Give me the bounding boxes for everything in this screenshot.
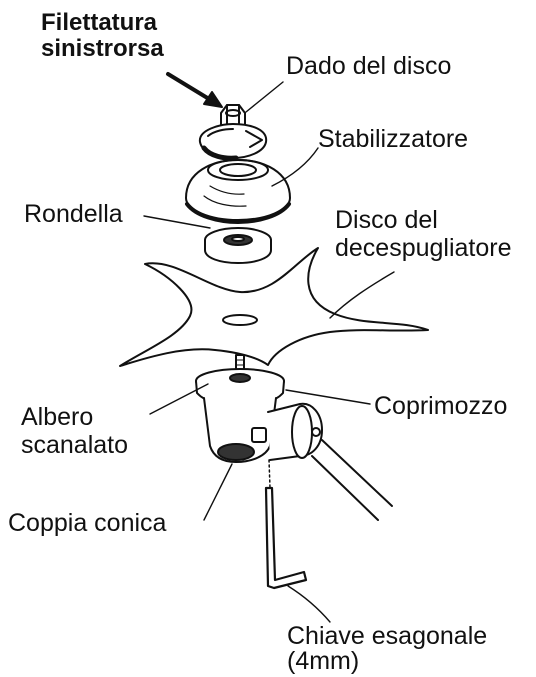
stabilizer-part bbox=[186, 160, 290, 222]
label-splined-shaft: Albero scanalato bbox=[21, 403, 128, 459]
washer-part bbox=[205, 228, 271, 263]
label-stabilizer: Stabilizzatore bbox=[318, 125, 468, 153]
label-left-hand-thread-line2: sinistrorsa bbox=[41, 36, 164, 62]
gear-head bbox=[196, 355, 392, 520]
thread-direction-arrow bbox=[168, 74, 222, 107]
leader-splined-shaft bbox=[150, 384, 208, 414]
leader-bevel-gear bbox=[204, 464, 232, 520]
label-hex-key: Chiave esagonale (4mm) bbox=[287, 624, 487, 674]
label-brush-disc: Disco del decespugliatore bbox=[335, 206, 512, 262]
label-disc-nut: Dado del disco bbox=[286, 52, 451, 80]
leader-hex-key bbox=[288, 586, 330, 622]
leader-washer bbox=[144, 216, 210, 228]
label-hub-cover: Coprimozzo bbox=[374, 392, 507, 420]
leader-disc-nut bbox=[246, 82, 283, 112]
label-left-hand-thread-line1: Filettatura bbox=[41, 10, 164, 36]
label-left-hand-thread: Filettatura sinistrorsa bbox=[41, 10, 164, 62]
label-brush-disc-line2: decespugliatore bbox=[335, 234, 512, 262]
label-brush-disc-line1: Disco del bbox=[335, 206, 512, 234]
hex-key-tool bbox=[266, 460, 306, 588]
label-splined-shaft-line2: scanalato bbox=[21, 431, 128, 459]
brush-disc-blade bbox=[120, 248, 428, 366]
label-bevel-gear: Coppia conica bbox=[8, 509, 166, 537]
label-washer: Rondella bbox=[24, 200, 123, 228]
label-hex-key-line1: Chiave esagonale bbox=[287, 624, 487, 649]
label-hex-key-line2: (4mm) bbox=[287, 649, 487, 674]
disc-nut bbox=[200, 105, 266, 158]
leader-brush-disc bbox=[330, 272, 394, 318]
label-splined-shaft-line1: Albero bbox=[21, 403, 128, 431]
leader-hub-cover bbox=[286, 390, 370, 404]
